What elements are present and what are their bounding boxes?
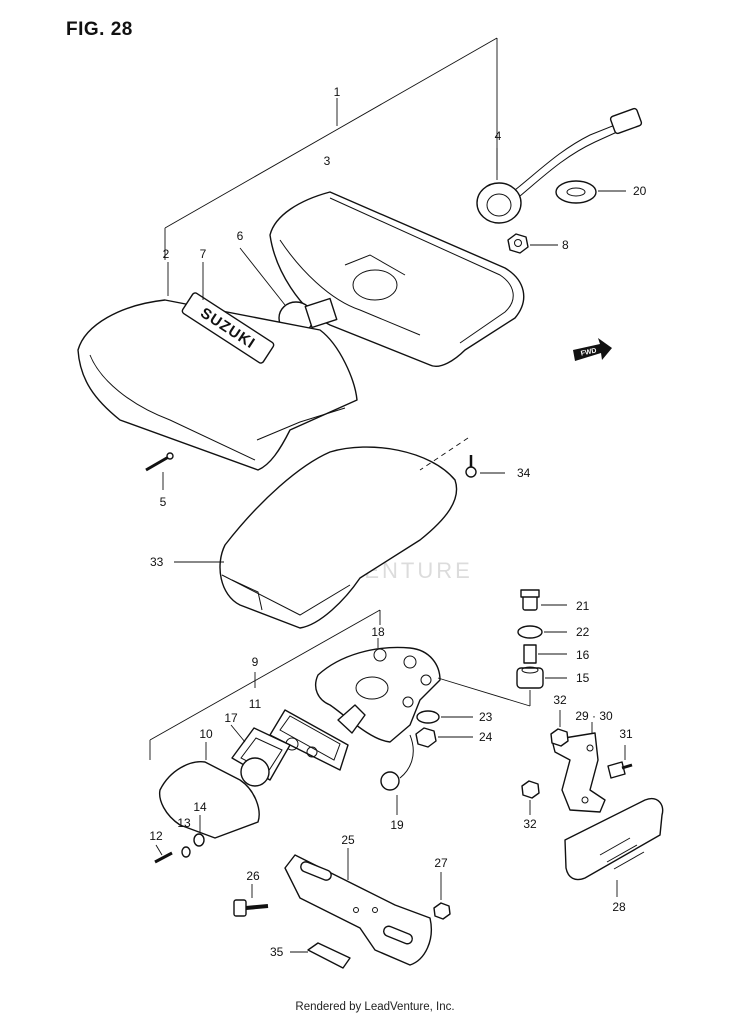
label-part-7: 7 xyxy=(200,247,207,261)
label-part-22: 22 xyxy=(576,625,590,639)
part-19-grommet xyxy=(380,734,414,815)
label-part-3: 3 xyxy=(324,154,331,168)
label-part-15: 15 xyxy=(576,671,590,685)
part-32-nut-lower xyxy=(521,780,540,815)
label-part-1: 1 xyxy=(334,85,341,99)
label-part-13: 13 xyxy=(177,816,191,830)
part-5-screw xyxy=(145,452,174,490)
part-35-pad xyxy=(290,942,351,969)
label-part-32-upper: 32 xyxy=(553,693,567,707)
label-part-32-lower: 32 xyxy=(523,817,537,831)
footer-credit: Rendered by LeadVenture, Inc. xyxy=(295,1001,455,1013)
part-28-reflector xyxy=(564,798,664,897)
part-31-screw xyxy=(607,745,633,779)
label-part-31: 31 xyxy=(619,727,633,741)
label-part-5: 5 xyxy=(160,495,167,509)
part-25-license-bracket xyxy=(284,848,432,966)
label-part-19: 19 xyxy=(390,818,404,832)
part-8-nut xyxy=(507,233,558,254)
label-part-12: 12 xyxy=(149,829,163,843)
label-part-10: 10 xyxy=(199,727,213,741)
label-part-11: 11 xyxy=(249,697,262,711)
fwd-arrow-icon: FWD xyxy=(573,338,612,361)
part-24-nut xyxy=(415,727,473,748)
part-33-cover xyxy=(174,437,469,629)
part-10-lens-cover xyxy=(158,742,270,839)
fwd-text: FWD xyxy=(580,347,597,357)
part-16-collar xyxy=(523,644,567,664)
label-part-33: 33 xyxy=(150,555,164,569)
label-part-28: 28 xyxy=(612,900,626,914)
part-6-bulb xyxy=(239,247,338,335)
part-32-nut-upper xyxy=(550,710,569,747)
label-part-27: 27 xyxy=(434,856,448,870)
label-part-20: 20 xyxy=(633,184,647,198)
label-part-23: 23 xyxy=(479,710,493,724)
figure-title: FIG. 28 xyxy=(66,19,133,40)
label-part-26: 26 xyxy=(246,869,260,883)
part-12-screw xyxy=(154,844,173,864)
part-27-nut xyxy=(433,872,451,920)
part-14-washer xyxy=(193,815,205,847)
part-13-washer xyxy=(181,846,191,858)
part-4-socket-wire xyxy=(476,107,643,224)
assembly-bracket-9 xyxy=(149,609,381,760)
label-part-34: 34 xyxy=(517,466,531,480)
label-part-4: 4 xyxy=(495,129,502,143)
part-20-grommet xyxy=(555,180,626,204)
label-part-21: 21 xyxy=(576,599,590,613)
part-26-bolt xyxy=(233,884,269,917)
part-29-30-reflector-bracket xyxy=(551,722,606,813)
part-22-washer xyxy=(517,625,567,639)
label-part-14: 14 xyxy=(193,800,207,814)
part-23-washer xyxy=(416,710,473,724)
part-3-lamp-housing xyxy=(269,191,525,367)
label-part-9: 9 xyxy=(252,655,259,669)
label-part-25: 25 xyxy=(341,833,355,847)
label-part-18: 18 xyxy=(371,625,385,639)
part-34-screw xyxy=(465,455,505,478)
label-part-2: 2 xyxy=(163,247,170,261)
part-15-cushion xyxy=(516,666,567,689)
label-part-8: 8 xyxy=(562,238,569,252)
label-part-29-30: 29 · 30 xyxy=(575,709,613,723)
label-part-6: 6 xyxy=(237,229,244,243)
part-21-bolt xyxy=(520,589,567,611)
label-part-16: 16 xyxy=(576,648,590,662)
label-part-35: 35 xyxy=(270,945,284,959)
label-part-24: 24 xyxy=(479,730,493,744)
part-18-mount-plate xyxy=(314,638,531,743)
label-part-17: 17 xyxy=(224,711,238,725)
part-11-license-lamp xyxy=(269,704,366,771)
brand-badge xyxy=(181,292,275,364)
